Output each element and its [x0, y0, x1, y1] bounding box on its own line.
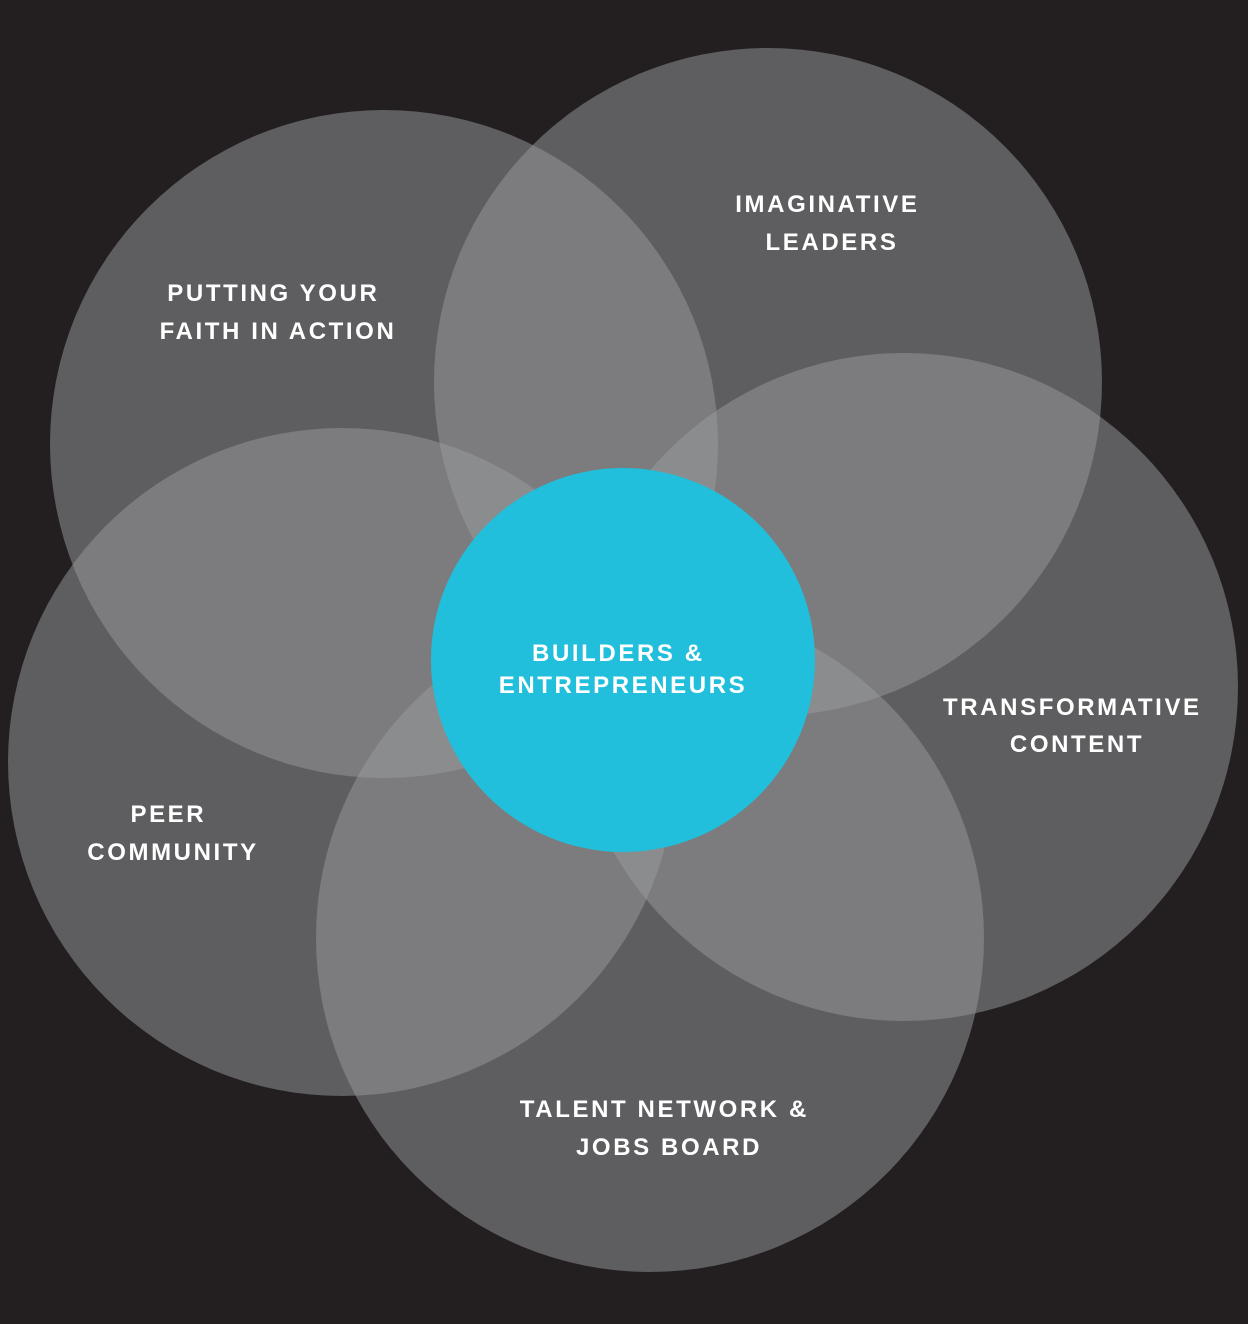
center-circle	[431, 468, 815, 852]
label-builders-entrepreneurs: BUILDERS & ENTREPRENEURS	[499, 640, 748, 699]
label-imaginative-leaders: IMAGINATIVE LEADERS	[735, 191, 928, 256]
label-talent-network-jobs-board: TALENT NETWORK & JOBS BOARD	[520, 1096, 818, 1161]
label-peer-community: PEER COMMUNITY	[87, 801, 258, 866]
label-putting-your-faith-in-action: PUTTING YOUR FAITH IN ACTION	[160, 280, 397, 345]
label-transformative-content: TRANSFORMATIVE CONTENT	[943, 694, 1211, 758]
